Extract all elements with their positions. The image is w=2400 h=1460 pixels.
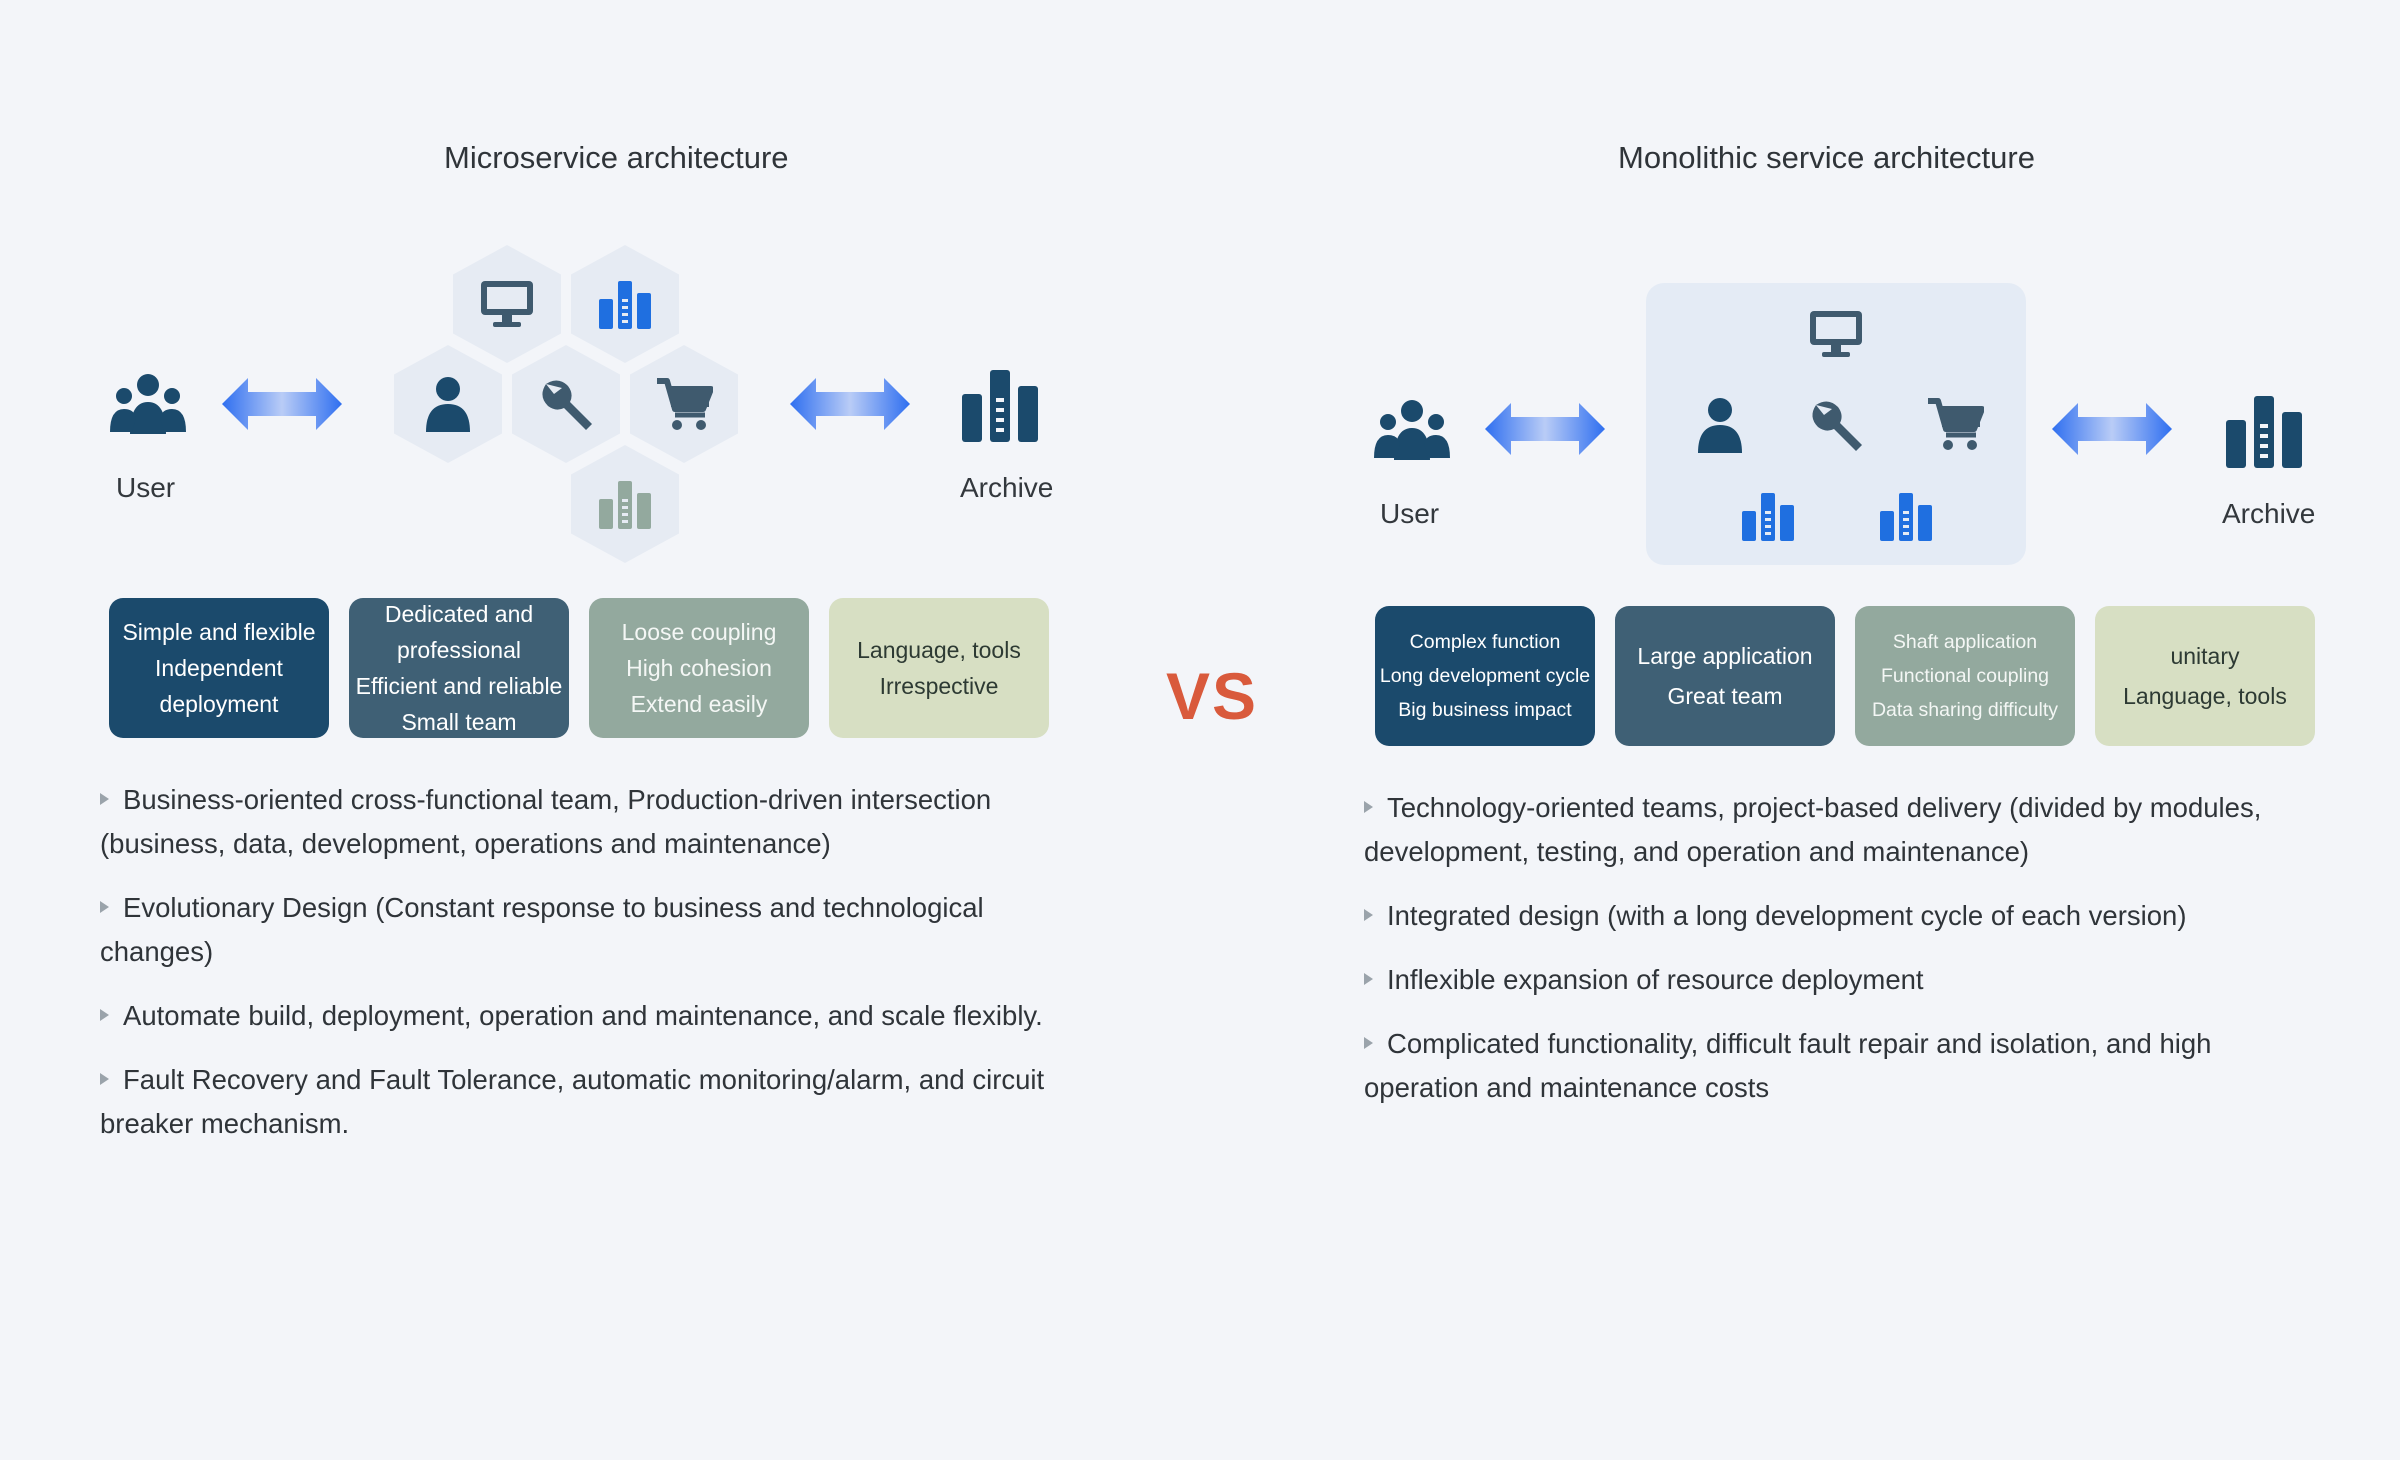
left-feature-box-2: Dedicated and professional Efficient and… (349, 598, 569, 738)
cart-icon (1928, 398, 1984, 450)
left-feature-box-3: Loose coupling High cohesion Extend easi… (589, 598, 809, 738)
list-item: Technology-oriented teams, project-based… (1364, 792, 2262, 867)
list-item: Fault Recovery and Fault Tolerance, auto… (100, 1064, 1045, 1139)
right-user-label: User (1380, 498, 1440, 529)
hex-monitor (453, 245, 561, 363)
left-user-label: User (116, 472, 176, 503)
hex-cart (630, 345, 738, 463)
list-item: Automate build, deployment, operation an… (100, 994, 1070, 1038)
left-feature-box-4: Language, tools Irrespective (829, 598, 1049, 738)
monolith-group (1646, 283, 2026, 565)
monitor-icon (481, 281, 533, 327)
person-icon (426, 377, 470, 432)
left-archive-label: Archive (960, 472, 1054, 503)
right-feature-box-4: unitary Language, tools (2095, 606, 2315, 746)
right-feature-box-3: Shaft application Functional coupling Da… (1855, 606, 2075, 746)
person-icon (1698, 398, 1742, 453)
wrench-icon (1812, 401, 1862, 451)
list-item: Complicated functionality, difficult fau… (1364, 1028, 2212, 1103)
monitor-icon (1810, 311, 1862, 357)
list-item: Inflexible expansion of resource deploym… (1364, 958, 2304, 1002)
right-feature-box-1: Complex function Long development cycle … (1375, 606, 1595, 746)
list-item: Integrated design (with a long developme… (1364, 894, 2304, 938)
bar-chart-icon (1880, 493, 1932, 541)
bar-chart-icon (599, 481, 651, 529)
list-item: Evolutionary Design (Constant response t… (100, 892, 984, 967)
double-arrow-icon (790, 378, 910, 430)
vs-label: VS (1166, 659, 1259, 733)
wrench-icon (542, 380, 592, 430)
cart-icon (657, 378, 713, 430)
hex-chart (571, 245, 679, 363)
left-bullet-list: Business-oriented cross-functional team,… (100, 778, 1070, 1166)
hex-chart-muted (571, 445, 679, 563)
double-arrow-icon (2052, 403, 2172, 455)
archive-icon (2226, 396, 2302, 468)
double-arrow-icon (1485, 403, 1605, 455)
left-feature-box-1: Simple and flexible Independent deployme… (109, 598, 329, 738)
left-title: Microservice architecture (444, 140, 789, 175)
double-arrow-icon (222, 378, 342, 430)
list-item: Business-oriented cross-functional team,… (100, 784, 992, 859)
bar-chart-icon (599, 281, 651, 329)
hex-wrench (512, 345, 620, 463)
users-icon (110, 374, 186, 434)
right-archive-label: Archive (2222, 498, 2316, 529)
users-icon (1374, 400, 1450, 460)
right-title: Monolithic service architecture (1618, 140, 2035, 175)
archive-icon (962, 370, 1038, 442)
right-bullet-list: Technology-oriented teams, project-based… (1364, 786, 2304, 1130)
bar-chart-icon (1742, 493, 1794, 541)
hex-person (394, 345, 502, 463)
right-feature-box-2: Large application Great team (1615, 606, 1835, 746)
